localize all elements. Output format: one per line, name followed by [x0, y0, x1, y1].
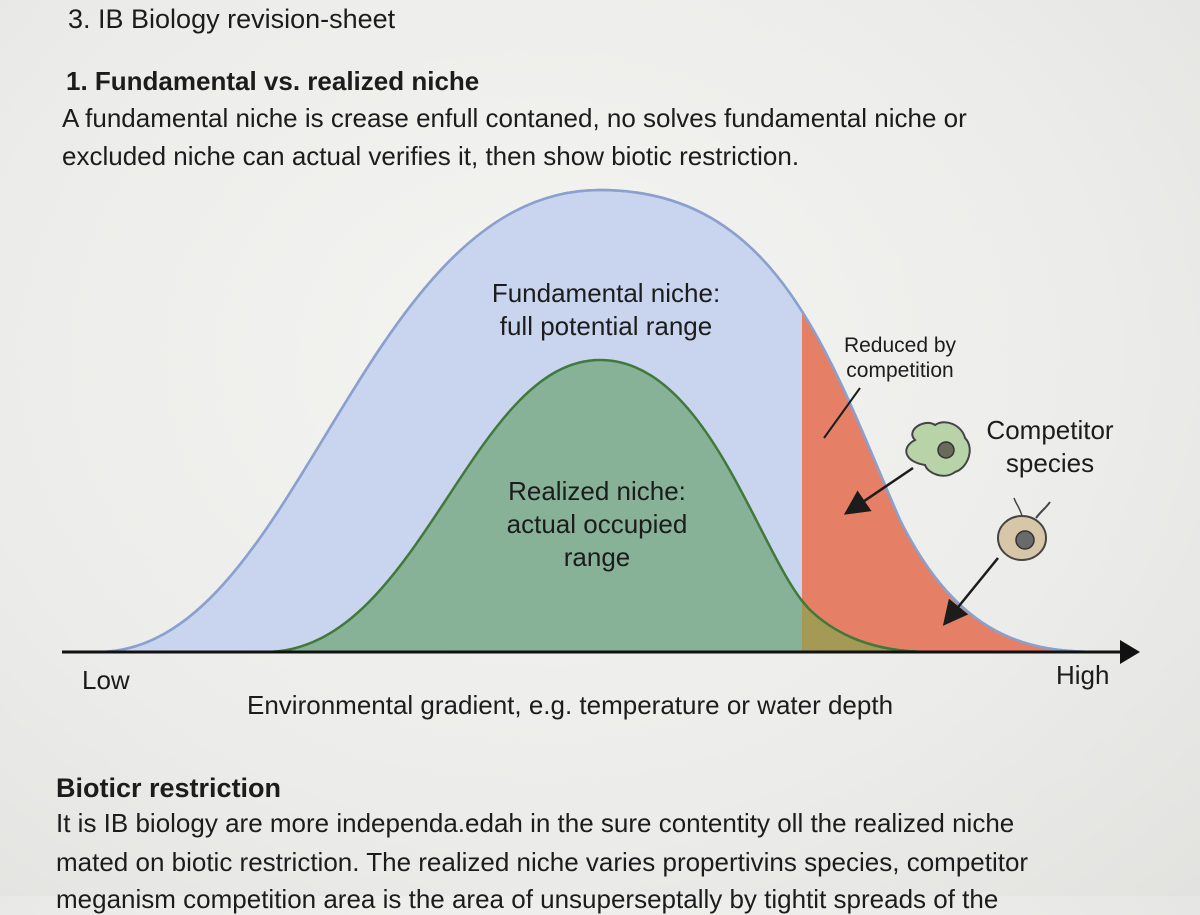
axis-title: Environmental gradient, e.g. temperature… [247, 690, 894, 720]
fundamental-label-line: Fundamental niche: [491, 278, 721, 308]
body-text-line: It is IB biology are more independa.edah… [56, 808, 1015, 838]
competitor-arrow-lower [942, 557, 999, 626]
niche-diagram [62, 188, 1140, 664]
realized-label-line: actual occupied [506, 509, 688, 539]
realized-label-line: Realized niche: [508, 476, 686, 506]
overlap-area [802, 598, 931, 654]
body-text-line: meganism competition area is the area of… [56, 884, 999, 914]
competitor-species-label: Competitor species [970, 414, 1130, 480]
reduced-by-competition-label: Reduced by competition [820, 333, 980, 383]
fundamental-niche-label: Fundamental niche: full potential range [456, 277, 756, 343]
realized-label-line: range [563, 542, 631, 572]
sheet-title: 3. IB Biology revision-sheet [68, 4, 396, 34]
fundamental-label-line: full potential range [499, 311, 713, 341]
axis-arrowhead [1120, 640, 1140, 664]
competitor-label-line: species [1005, 448, 1095, 478]
axis-low-label: Low [82, 665, 130, 695]
competition-area [802, 311, 1100, 652]
realized-niche-label: Realized niche: actual occupied range [447, 475, 747, 574]
protist-icon [997, 497, 1051, 561]
reduced-label-line: Reduced by [843, 334, 957, 357]
intro-text-line: excluded niche can actual verifies it, t… [62, 141, 800, 171]
reduced-pointer-line [823, 387, 861, 439]
section-heading: 1. Fundamental vs. realized niche [66, 66, 480, 96]
body-text-line: mated on biotic restriction. The realize… [56, 847, 1029, 877]
competitor-arrow-upper [843, 466, 914, 515]
amoeba-icon [905, 421, 971, 477]
biotic-restriction-heading: Bioticr restriction [56, 773, 282, 803]
intro-text-line: A fundamental niche is crease enfull con… [62, 103, 967, 133]
axis-high-label: High [1056, 660, 1110, 690]
reduced-label-line: competition [846, 359, 954, 382]
competitor-label-line: Competitor [986, 415, 1114, 445]
